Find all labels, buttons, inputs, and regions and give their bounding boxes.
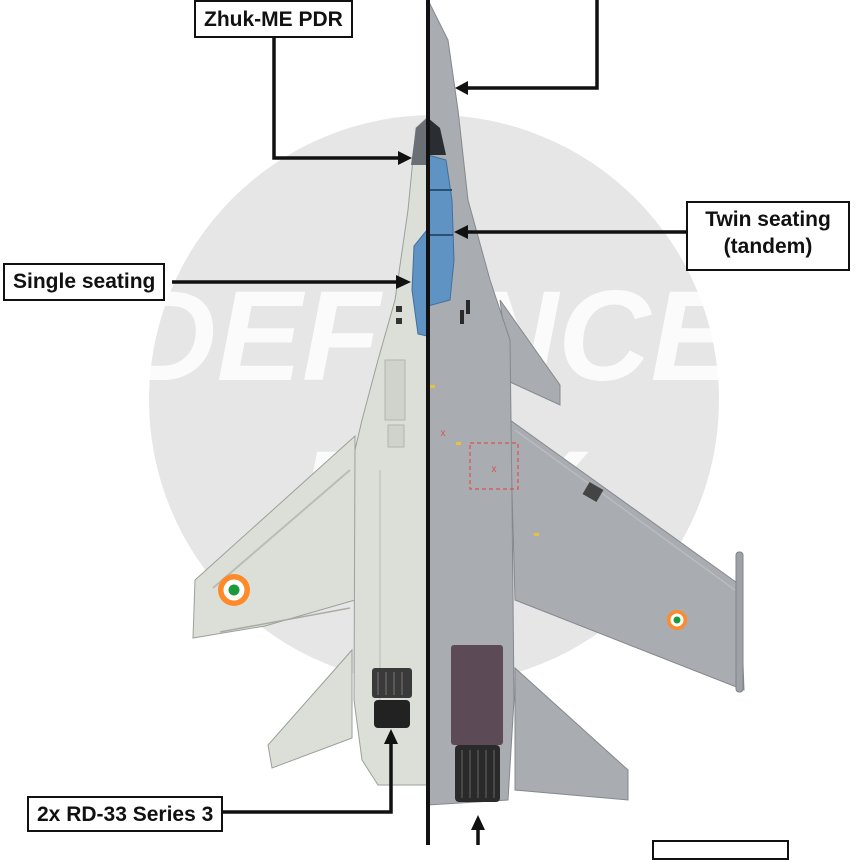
right-engine-nozzle <box>451 645 503 745</box>
svg-text:x: x <box>492 464 497 475</box>
single-seat-fighter-half <box>192 116 428 786</box>
right-stabilizer <box>514 666 629 801</box>
leader-zhuk <box>272 38 398 160</box>
bottom-right-callout-box <box>652 840 789 860</box>
left-stabilizer <box>267 648 353 769</box>
right-roundel <box>667 610 687 630</box>
twin-seat-fighter-half: x x <box>427 0 745 806</box>
zhuk-radar-callout: Zhuk-ME PDR <box>194 0 353 38</box>
twin-seating-label-line1: Twin seating <box>705 208 831 231</box>
twin-seating-label-line2: (tandem) <box>723 235 813 258</box>
arrowheads <box>384 81 485 830</box>
engine-label: 2x RD-33 Series 3 <box>37 803 214 826</box>
twin-seating-callout: Twin seating (tandem) <box>686 201 850 271</box>
leader-nose <box>468 0 599 90</box>
left-fuselage <box>353 116 428 786</box>
leader-lines <box>172 0 686 845</box>
leader-engine <box>214 744 393 814</box>
single-seating-label: Single seating <box>13 270 156 293</box>
left-roundel <box>218 574 250 606</box>
svg-text:x: x <box>441 428 446 439</box>
engine-callout: 2x RD-33 Series 3 <box>27 796 224 832</box>
zhuk-radar-label: Zhuk-ME PDR <box>204 8 343 31</box>
nose-tip <box>428 118 446 155</box>
single-seating-callout: Single seating <box>3 263 166 301</box>
radome <box>411 118 427 165</box>
